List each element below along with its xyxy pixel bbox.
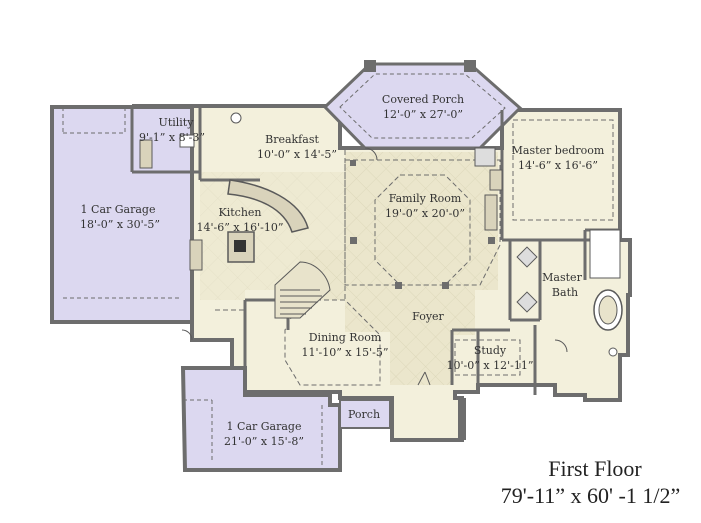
breakfast-dims: 10'-0” x 14'-5” xyxy=(257,148,337,161)
master-bath-label-2: Bath xyxy=(552,286,578,299)
garage-bottom-label: 1 Car Garage xyxy=(227,420,302,433)
master-bedroom-dims: 14'-6” x 16'-6” xyxy=(518,159,598,172)
floor-title: First Floor xyxy=(548,456,642,481)
kitchen-dims: 14'-6” x 16'-10” xyxy=(197,221,284,234)
dining-room-dims: 11'-10” x 15'-5” xyxy=(302,346,389,359)
utility-dims: 9'-1” x 8'-3” xyxy=(139,131,205,144)
study-label: Study xyxy=(474,344,507,357)
porch-label: Porch xyxy=(348,408,380,421)
master-bedroom-label: Master bedroom xyxy=(512,144,605,157)
foyer-label: Foyer xyxy=(412,310,444,323)
covered-porch-area xyxy=(322,62,523,150)
covered-porch-label: Covered Porch xyxy=(382,93,464,106)
garage-left-area xyxy=(50,105,194,324)
garage-bottom-area xyxy=(180,366,342,472)
kitchen-counter xyxy=(227,179,309,233)
floor-dimensions: 79'-11” x 60' -1 1/2” xyxy=(500,483,681,508)
garage-bottom-dims: 21'-0” x 15'-8” xyxy=(224,435,304,448)
master-bath-label-1: Master xyxy=(542,271,582,284)
kitchen-label: Kitchen xyxy=(219,206,262,219)
family-room-label: Family Room xyxy=(389,192,462,205)
staircase xyxy=(274,261,331,319)
covered-porch-dims: 12'-0” x 27'-0” xyxy=(383,108,463,121)
dining-room-label: Dining Room xyxy=(309,331,382,344)
utility-label: Utility xyxy=(159,116,195,129)
garage-left-dims: 18'-0” x 30'-5” xyxy=(80,218,160,231)
garage-left-label: 1 Car Garage xyxy=(81,203,156,216)
study-dims: 10'-0” x 12'-11” xyxy=(447,359,534,372)
family-room-dims: 19'-0” x 20'-0” xyxy=(385,207,465,220)
porch-area xyxy=(339,399,391,429)
breakfast-label: Breakfast xyxy=(265,133,319,146)
